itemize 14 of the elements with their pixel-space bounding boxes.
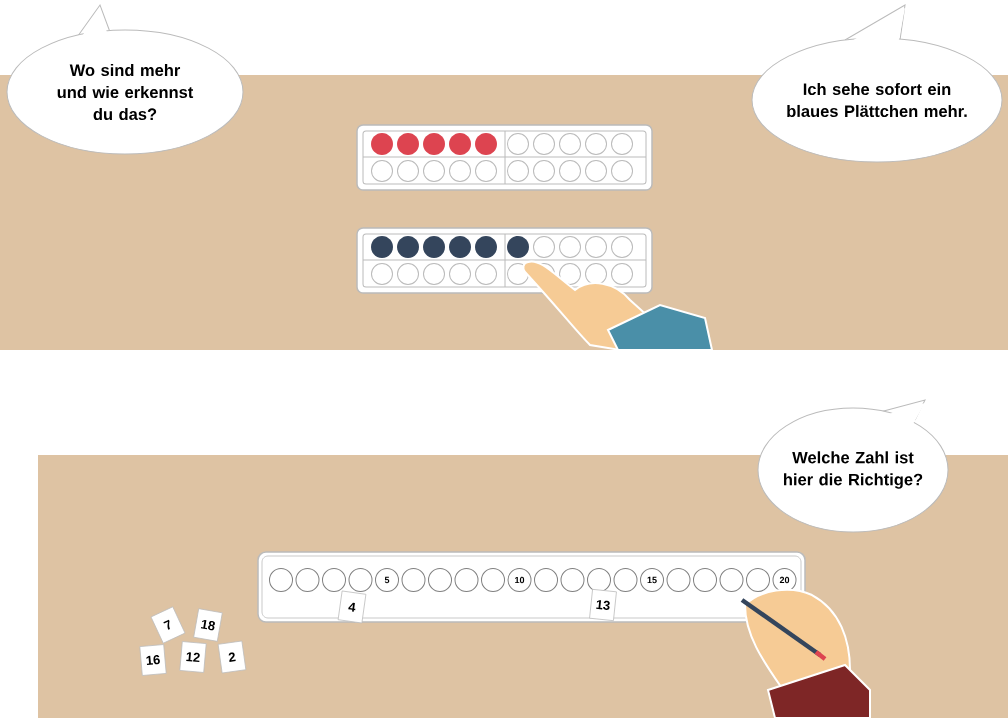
numbered-bead: 5 [375,568,399,592]
speech-bubble: Wo sind mehr und wie erkennst du das? [6,4,244,155]
node-label: Ich sehe sofort ein blaues Plättchen mehr. [787,82,967,118]
speech-bubble: Welche Zahl ist hier die Richtige? [757,399,949,533]
number-card: 16 [139,644,167,676]
speech-bubble: Ich sehe sofort ein blaues Plättchen mehr. [751,4,1003,163]
number-card: 7 [150,606,186,644]
numbered-bead: 10 [507,568,532,592]
numbered-bead: 15 [640,568,664,592]
number-card: 4 [337,590,367,624]
number-card: 18 [193,608,223,642]
number-card: 13 [589,588,617,622]
number-card: 2 [217,640,247,674]
number-card: 12 [179,641,207,673]
